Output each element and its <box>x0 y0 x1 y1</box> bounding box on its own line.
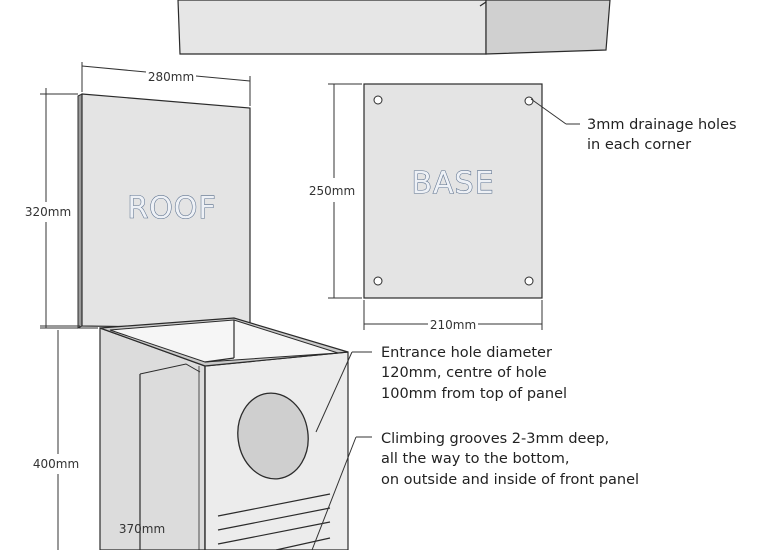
grooves-note-line-3: on outside and inside of front panel <box>381 472 639 488</box>
nest-box-body <box>99 317 349 550</box>
entrance-note-line-2: 120mm, centre of hole <box>381 365 547 381</box>
box-height-front-label: 370mm <box>119 522 165 536</box>
roof-label: ROOF <box>127 191 216 226</box>
roof-width-dimension: 280mm <box>81 62 251 106</box>
grooves-note-line-2: all the way to the bottom, <box>381 451 570 467</box>
drainage-hole <box>373 276 383 286</box>
entrance-note-line-3: 100mm from top of panel <box>381 386 567 402</box>
roof-height-label: 320mm <box>25 205 71 219</box>
drainage-note: 3mm drainage holes in each corner <box>530 98 737 153</box>
drainage-hole <box>524 276 534 286</box>
base-panel: BASE <box>363 83 543 299</box>
entrance-note: Entrance hole diameter 120mm, centre of … <box>315 345 567 433</box>
drainage-note-line-1: 3mm drainage holes <box>587 117 737 133</box>
box-height-back-dimension: 400mm <box>33 327 98 550</box>
entrance-hole <box>237 392 309 480</box>
climbing-groove <box>217 521 331 545</box>
drainage-hole <box>524 96 534 106</box>
climbing-groove <box>275 537 331 550</box>
roof-height-dimension: 320mm <box>25 88 80 328</box>
box-height-front-dimension: 370mm <box>119 520 165 536</box>
base-height-label: 250mm <box>309 184 355 198</box>
top-box-partial <box>177 0 611 55</box>
base-label: BASE <box>411 166 494 201</box>
box-height-back-label: 400mm <box>33 457 79 471</box>
entrance-note-line-1: Entrance hole diameter <box>381 345 552 361</box>
drainage-note-line-2: in each corner <box>587 137 691 153</box>
drainage-hole <box>373 95 383 105</box>
base-width-dimension: 210mm <box>363 300 543 332</box>
grooves-note-line-1: Climbing grooves 2-3mm deep, <box>381 431 609 447</box>
base-width-label: 210mm <box>430 318 476 332</box>
roof-panel: ROOF <box>77 93 251 329</box>
base-height-dimension: 250mm <box>309 83 362 299</box>
grooves-note: Climbing grooves 2-3mm deep, all the way… <box>311 431 639 550</box>
climbing-groove <box>217 507 331 531</box>
roof-width-label: 280mm <box>148 70 194 84</box>
climbing-groove <box>217 493 331 517</box>
